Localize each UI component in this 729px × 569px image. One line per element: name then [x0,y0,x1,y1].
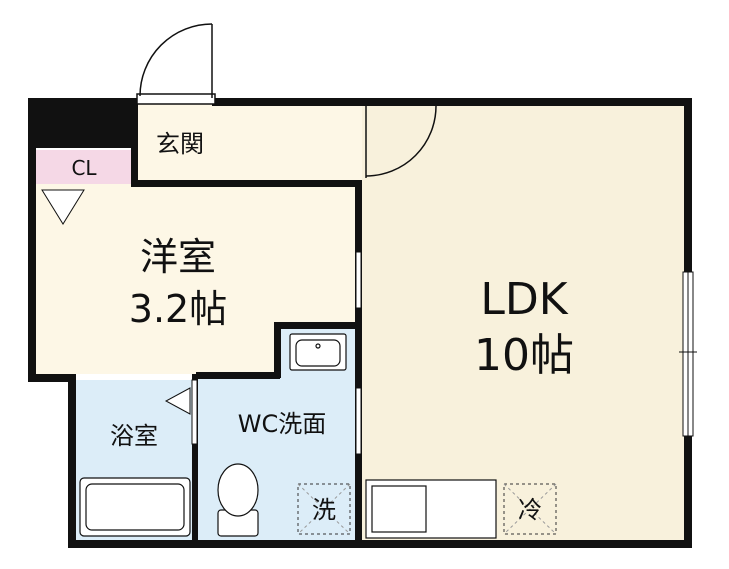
washer-space-icon [297,483,351,535]
western-room-size: 3.2帖 [129,287,227,331]
closet-label: CL [71,156,97,180]
closet-door-icon [41,189,191,415]
sliding-door-icon [191,251,362,455]
closet-floor [35,150,131,184]
bath-label: 浴室 [110,422,158,450]
toilet-icon [217,463,259,537]
washbasin-icon [289,333,347,371]
western-room-name: 洋室 [140,235,216,279]
genkan-floor [137,104,362,184]
ldk-size: 10帖 [474,330,574,381]
bathtub-icon [79,477,191,537]
ldk-name: LDK [480,274,568,325]
window-icon [679,271,697,437]
wc-label: WC洗面 [238,410,327,438]
washer-label: 洗 [312,496,336,524]
ldk-door-icon [365,105,437,178]
genkan-label: 玄関 [156,130,204,158]
kitchen-counter-icon [365,479,497,539]
entrance-door-icon [136,23,216,105]
fridge-label: 冷 [518,496,542,524]
ldk-floor [362,104,686,540]
fridge-space-icon [503,483,557,535]
